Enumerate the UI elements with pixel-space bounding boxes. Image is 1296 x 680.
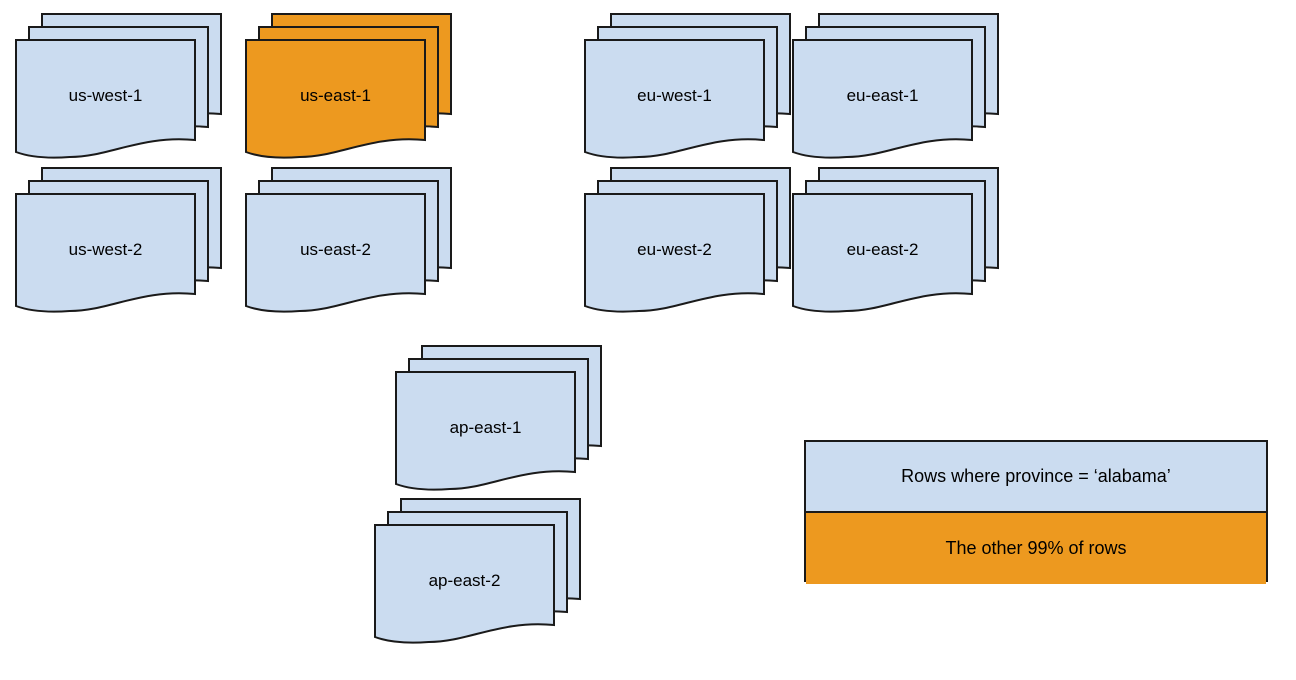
document-sheet-front — [15, 39, 196, 159]
document-sheet-front — [792, 193, 973, 313]
region-stack-eu-west-1[interactable]: eu-west-1 — [584, 13, 791, 169]
region-stack-us-east-2[interactable]: us-east-2 — [245, 167, 452, 323]
legend-row-orange: The other 99% of rows — [806, 513, 1266, 584]
document-stack-shape — [245, 167, 452, 313]
document-stack-shape — [374, 498, 581, 644]
region-stack-eu-east-2[interactable]: eu-east-2 — [792, 167, 999, 323]
document-sheet-front — [584, 193, 765, 313]
document-stack-shape — [584, 13, 791, 159]
document-sheet-front — [15, 193, 196, 313]
region-stack-ap-east-1[interactable]: ap-east-1 — [395, 345, 602, 501]
legend-row-blue: Rows where province = ‘alabama’ — [806, 442, 1266, 513]
document-sheet-front — [245, 193, 426, 313]
document-sheet-front — [395, 371, 576, 491]
document-stack-shape — [15, 13, 222, 159]
document-sheet-front — [374, 524, 555, 644]
legend-label: Rows where province = ‘alabama’ — [901, 466, 1171, 486]
region-stack-ap-east-2[interactable]: ap-east-2 — [374, 498, 581, 654]
document-sheet-front — [792, 39, 973, 159]
legend-label: The other 99% of rows — [945, 538, 1127, 558]
region-stack-eu-east-1[interactable]: eu-east-1 — [792, 13, 999, 169]
document-stack-shape — [245, 13, 452, 159]
document-sheet-front — [584, 39, 765, 159]
legend: Rows where province = ‘alabama’ The other… — [804, 440, 1268, 584]
document-stack-shape — [792, 167, 999, 313]
document-stack-shape — [395, 345, 602, 491]
region-stack-us-west-1[interactable]: us-west-1 — [15, 13, 222, 169]
region-stack-eu-west-2[interactable]: eu-west-2 — [584, 167, 791, 323]
region-stack-us-east-1[interactable]: us-east-1 — [245, 13, 452, 169]
document-sheet-front — [245, 39, 426, 159]
region-stack-us-west-2[interactable]: us-west-2 — [15, 167, 222, 323]
document-stack-shape — [15, 167, 222, 313]
document-stack-shape — [584, 167, 791, 313]
document-stack-shape — [792, 13, 999, 159]
